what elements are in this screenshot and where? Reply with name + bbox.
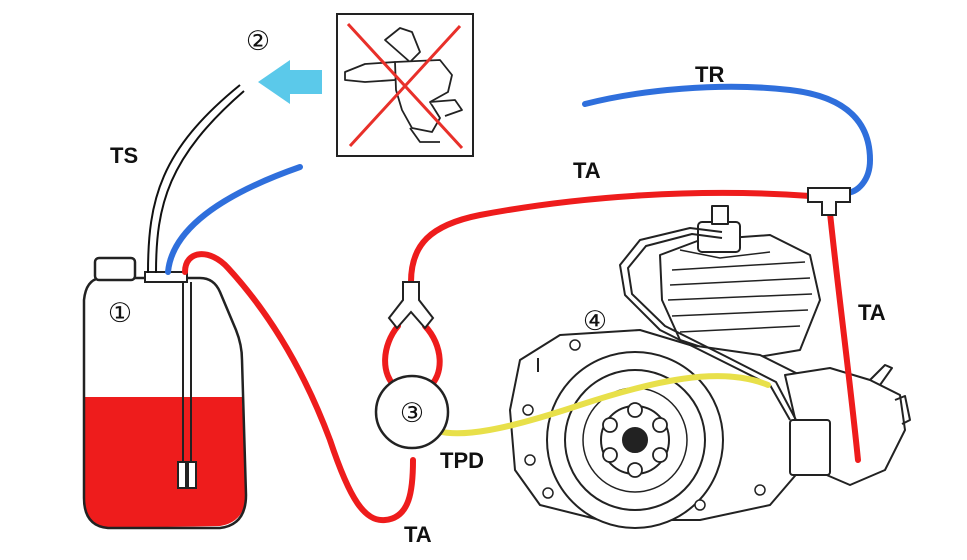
tank-number: ①	[108, 298, 132, 329]
label-ts: TS	[110, 143, 138, 168]
y-fitting	[387, 281, 435, 330]
fuel-line-to-carb	[827, 210, 861, 463]
label-tr: TR	[695, 62, 724, 87]
pump-number: ③	[400, 398, 424, 429]
label-ta-bottom: TA	[404, 522, 432, 547]
fuel-pump	[374, 374, 450, 450]
fuel-tank	[82, 256, 248, 530]
label-ta-top: TA	[573, 158, 601, 183]
t-fitting	[807, 187, 851, 216]
fuel-level	[84, 397, 246, 528]
fuel-line-top	[408, 189, 813, 285]
label-ta-right: TA	[858, 300, 886, 325]
vent-tube	[147, 84, 245, 274]
fuel-line-tank-to-pump	[182, 251, 416, 524]
pulse-line	[422, 373, 771, 437]
tank-cap	[93, 256, 137, 282]
no-blowing-number: ②	[246, 26, 270, 57]
return-line-top	[582, 83, 874, 196]
return-line-tank	[165, 164, 303, 275]
cross-mark	[346, 22, 464, 150]
arrow-icon	[258, 60, 322, 104]
no-blowing-panel	[336, 13, 474, 157]
label-tpd: TPD	[440, 448, 484, 473]
engine-number: ④	[583, 306, 607, 337]
